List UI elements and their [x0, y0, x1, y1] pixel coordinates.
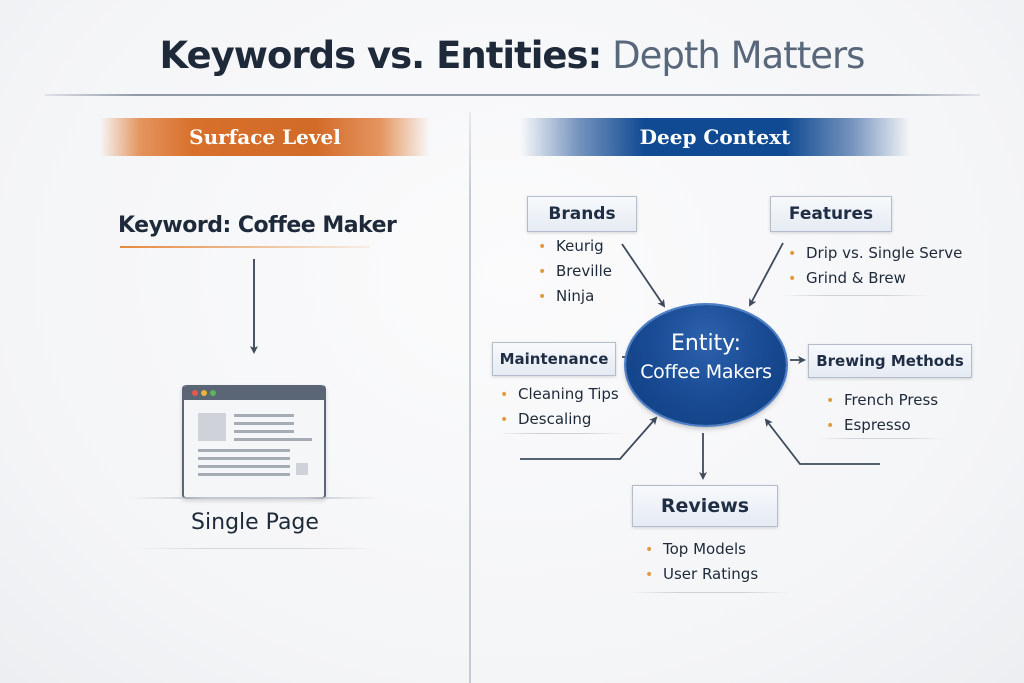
thumbnail-placeholder: [296, 463, 308, 475]
features-node: Features: [770, 196, 892, 232]
bullet-icon: •: [538, 239, 547, 255]
features-shelf: [780, 295, 930, 296]
text-line: [198, 465, 290, 468]
bullet-icon: •: [500, 412, 509, 428]
text-line: [234, 430, 294, 433]
minimize-dot-icon: [201, 390, 207, 396]
page-title: Keywords vs. Entities: Depth Matters: [0, 34, 1024, 77]
list-item: •Ninja: [538, 284, 612, 309]
reviews-node: Reviews: [632, 485, 778, 527]
maintenance-list: •Cleaning Tips •Descaling: [500, 382, 619, 432]
brewing-methods-node: Brewing Methods: [808, 344, 972, 378]
keyword-underline: [120, 246, 370, 248]
brewing-shelf: [815, 438, 945, 439]
entity-name: Coffee Makers: [640, 361, 772, 383]
list-item: •Cleaning Tips: [500, 382, 619, 407]
image-placeholder: [198, 413, 226, 441]
keyword-label: Keyword: Coffee Maker: [118, 213, 397, 238]
surface-level-banner: Surface Level: [100, 118, 430, 156]
entity-node: Entity: Coffee Makers: [626, 305, 786, 425]
column-divider: [469, 112, 471, 683]
brands-list: •Keurig •Breville •Ninja: [538, 234, 612, 309]
title-divider: [45, 94, 980, 96]
label-shelf: [130, 548, 380, 549]
list-item: •Grind & Brew: [788, 266, 962, 291]
bullet-icon: •: [500, 387, 509, 403]
brands-node: Brands: [527, 196, 637, 232]
list-item: •Breville: [538, 259, 612, 284]
list-item: •Keurig: [538, 234, 612, 259]
bullet-icon: •: [788, 271, 797, 287]
text-line: [234, 422, 294, 425]
bullet-icon: •: [826, 393, 835, 409]
text-line: [198, 473, 290, 476]
page-shelf: [130, 497, 380, 499]
list-item: •User Ratings: [645, 562, 758, 587]
text-line: [198, 449, 290, 452]
bullet-icon: •: [538, 264, 547, 280]
bullet-icon: •: [788, 246, 797, 262]
browser-title-bar: [184, 385, 324, 400]
features-list: •Drip vs. Single Serve •Grind & Brew: [788, 241, 962, 291]
list-item: •Descaling: [500, 407, 619, 432]
entity-label: Entity:: [670, 331, 742, 356]
maintenance-return-arrow: [520, 416, 658, 460]
reviews-shelf: [630, 592, 790, 593]
list-item: •Drip vs. Single Serve: [788, 241, 962, 266]
features-arrow: [749, 242, 784, 307]
list-item: •French Press: [826, 388, 938, 413]
brewing-methods-list: •French Press •Espresso: [826, 388, 938, 438]
brands-arrow: [621, 243, 666, 308]
bullet-icon: •: [645, 542, 654, 558]
title-bold: Keywords vs. Entities:: [159, 34, 603, 77]
bullet-icon: •: [538, 289, 547, 305]
browser-page-icon: [182, 385, 326, 499]
bullet-icon: •: [826, 418, 835, 434]
single-page-label: Single Page: [191, 510, 319, 535]
text-line: [234, 414, 294, 417]
reviews-list: •Top Models •User Ratings: [645, 537, 758, 587]
maximize-dot-icon: [210, 390, 216, 396]
text-line: [198, 457, 290, 460]
brewing-return-arrow: [764, 418, 880, 465]
close-dot-icon: [192, 390, 198, 396]
maintenance-shelf: [495, 433, 625, 434]
maintenance-node: Maintenance: [492, 342, 616, 376]
text-line: [234, 438, 312, 441]
title-light: Depth Matters: [612, 34, 865, 77]
list-item: •Espresso: [826, 413, 938, 438]
list-item: •Top Models: [645, 537, 758, 562]
bullet-icon: •: [645, 567, 654, 583]
deep-context-banner: Deep Context: [520, 118, 910, 156]
